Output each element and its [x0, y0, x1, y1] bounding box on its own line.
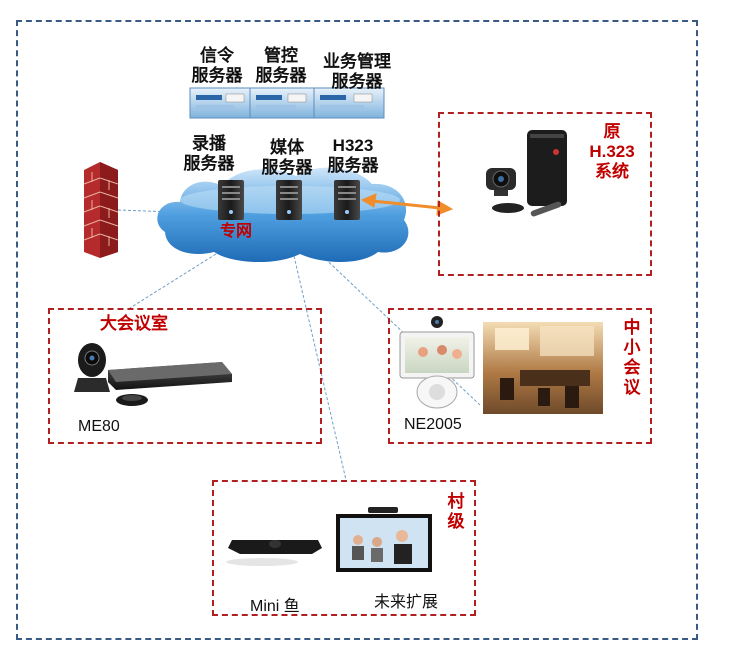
mini-fish-label: Mini 鱼 — [250, 598, 300, 615]
future-expansion-screen — [336, 507, 432, 572]
server-control-label: 管控 服务器 — [255, 46, 307, 85]
me80-equipment — [74, 343, 232, 406]
legacy-h323-title: 原 H.323 系统 — [589, 122, 635, 181]
rack-server-2 — [249, 87, 315, 119]
future-expansion-label: 未来扩展 — [374, 594, 439, 611]
small-room-zone — [388, 308, 652, 444]
me80-label: ME80 — [78, 418, 120, 435]
outer-frame — [16, 20, 698, 640]
rack-servers — [189, 87, 385, 119]
firewall-icon — [83, 162, 119, 258]
tower-server-recording — [218, 180, 244, 220]
small-room-title: 中 小 会 议 — [623, 318, 641, 397]
mini-fish-device — [226, 540, 322, 566]
server-h323-label: H323 服务器 — [327, 136, 379, 175]
link-small-room — [317, 251, 481, 406]
ne2005-equipment — [399, 316, 475, 409]
rack-server-3 — [313, 87, 385, 119]
link-large-room — [129, 253, 217, 309]
h323-link-arrow — [360, 193, 454, 216]
large-room-title: 大会议室 — [100, 314, 168, 333]
rack-server-1 — [189, 87, 251, 119]
server-business-label: 业务管理 服务器 — [323, 52, 391, 91]
server-signaling-label: 信令 服务器 — [191, 46, 243, 85]
server-recording-label: 录播 服务器 — [183, 134, 235, 173]
link-village — [293, 255, 347, 481]
server-media-label: 媒体 服务器 — [261, 138, 313, 177]
network-label: 专网 — [220, 223, 253, 240]
meeting-room-photo — [483, 322, 603, 414]
tower-server-media — [276, 180, 302, 220]
legacy-h323-equipment — [486, 130, 567, 217]
village-title: 村 级 — [447, 492, 465, 531]
large-room-zone — [48, 308, 322, 444]
tower-server-h323 — [334, 180, 360, 220]
legacy-h323-zone — [438, 112, 652, 276]
ne2005-label: NE2005 — [404, 416, 462, 433]
village-zone — [212, 480, 476, 616]
